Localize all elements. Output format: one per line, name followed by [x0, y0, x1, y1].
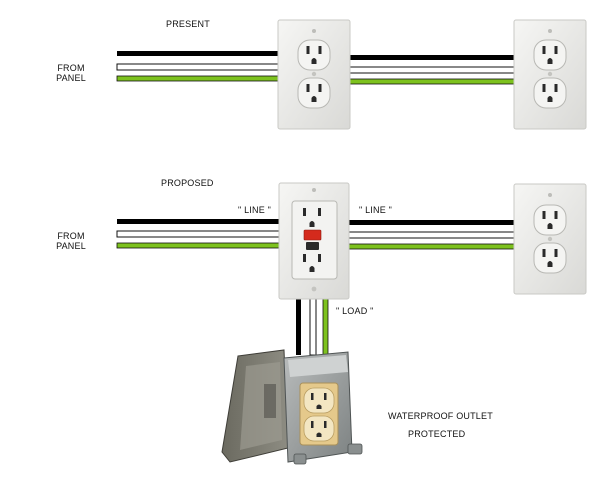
- hot-wire: [348, 220, 515, 225]
- neutral-wire: [349, 66, 516, 74]
- waterproof-outlet-label: WATERPROOF OUTLET: [388, 411, 493, 421]
- ground-wire: [116, 75, 280, 82]
- ground-wire: [347, 243, 516, 250]
- proposed-label: PROPOSED: [161, 178, 214, 188]
- present-wires-from-panel: [116, 51, 280, 82]
- hot-wire: [117, 219, 279, 224]
- duplex-outlet-icon: [277, 19, 351, 130]
- ground-wire: [322, 298, 329, 356]
- from-panel-top-line2: PANEL: [56, 73, 86, 83]
- neutral-wire: [116, 230, 280, 238]
- hot-wire: [117, 51, 279, 56]
- neutral-wire: [347, 231, 516, 239]
- protected-label: PROTECTED: [408, 429, 466, 439]
- from-panel-top-line1: FROM: [57, 63, 85, 73]
- hot-wire: [296, 299, 301, 355]
- proposed-wires-from-panel: [116, 219, 280, 249]
- waterproof-outlet-box-icon: [221, 349, 363, 465]
- ground-wire: [349, 78, 516, 85]
- present-wires-between-outlets: [349, 55, 516, 85]
- load-label: " LOAD ": [336, 306, 374, 316]
- from-panel-bottom-line1: FROM: [57, 231, 85, 241]
- line-label-left: " LINE ": [238, 205, 271, 215]
- gfci-reset-button: [306, 242, 319, 250]
- duplex-outlet-icon: [513, 19, 587, 130]
- neutral-wire: [309, 298, 317, 356]
- gfci-test-button: [303, 229, 322, 241]
- gfci-outlet-icon: [278, 182, 350, 300]
- present-label: PRESENT: [166, 19, 210, 29]
- ground-wire: [116, 242, 280, 249]
- load-wires: [296, 298, 329, 356]
- neutral-wire: [116, 63, 280, 71]
- hot-wire: [350, 55, 515, 60]
- duplex-outlet-icon: [513, 183, 587, 295]
- from-panel-bottom-line2: PANEL: [56, 241, 86, 251]
- proposed-wires-between-outlets: [347, 220, 516, 250]
- line-label-right: " LINE ": [359, 205, 392, 215]
